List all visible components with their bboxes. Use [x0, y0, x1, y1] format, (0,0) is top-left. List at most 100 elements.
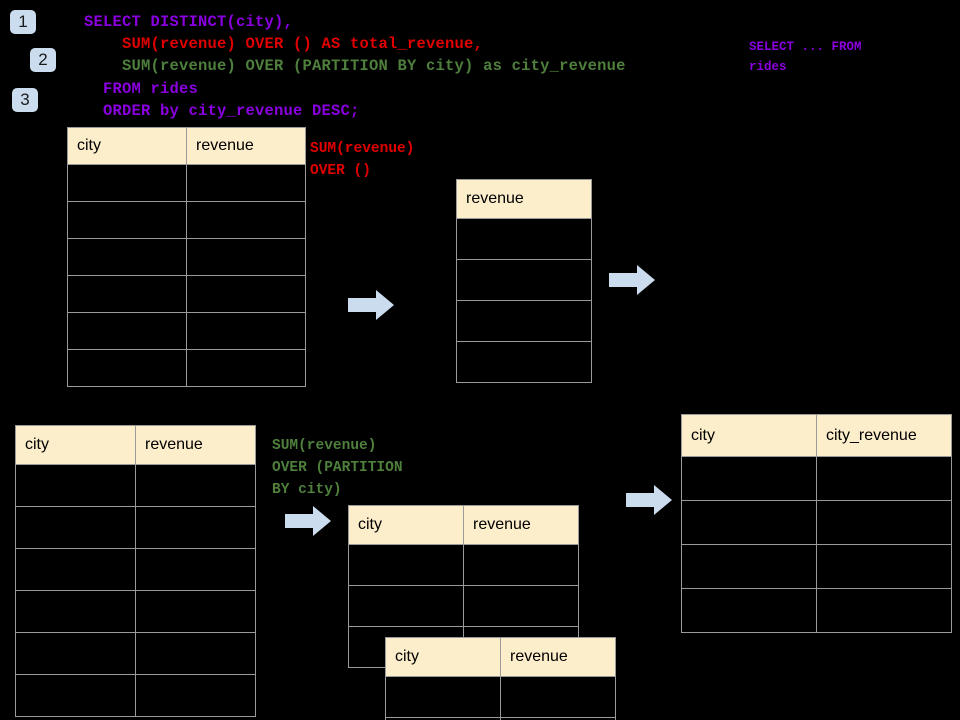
table-row — [67, 201, 306, 239]
table-cell — [135, 506, 256, 549]
column-header-revenue: revenue — [186, 127, 306, 165]
table-cell — [15, 590, 136, 633]
table-header-row: revenue — [456, 179, 592, 219]
table-cell — [186, 164, 306, 202]
table-cell — [67, 164, 187, 202]
table-cell — [67, 275, 187, 313]
table-cell — [500, 717, 616, 720]
table-cell — [135, 590, 256, 633]
table-row — [67, 238, 306, 276]
column-header-revenue: revenue — [135, 425, 256, 465]
annotation-total-revenue-line-2: OVER () — [310, 163, 371, 179]
sql-note-line-2: rides — [749, 60, 787, 74]
table-cell — [186, 349, 306, 387]
table-cell — [348, 585, 464, 627]
table-cell — [456, 341, 592, 383]
table-cell — [681, 456, 817, 501]
table-row — [456, 300, 592, 342]
table-cell — [816, 544, 952, 589]
table-cell — [15, 506, 136, 549]
table-row — [348, 585, 579, 627]
table-row — [15, 464, 256, 507]
table-row — [15, 674, 256, 717]
table-cell — [135, 632, 256, 675]
table-cell — [67, 201, 187, 239]
table-row — [67, 275, 306, 313]
table-row — [681, 500, 952, 545]
table-row — [67, 312, 306, 350]
step-badge-1: 1 — [10, 10, 36, 34]
step-badge-2: 2 — [30, 48, 56, 72]
table-cell — [186, 201, 306, 239]
table-row — [681, 588, 952, 633]
table-cell — [816, 500, 952, 545]
column-header-revenue: revenue — [500, 637, 616, 677]
table-cell — [67, 312, 187, 350]
table-row — [456, 259, 592, 301]
table-final-result: city city_revenue — [681, 414, 952, 633]
column-header-revenue: revenue — [456, 179, 592, 219]
table-header-row: city city_revenue — [681, 414, 952, 457]
column-header-city: city — [67, 127, 187, 165]
table-row — [385, 676, 616, 718]
table-row — [348, 544, 579, 586]
table-row — [15, 548, 256, 591]
table-cell — [500, 676, 616, 718]
table-row — [456, 218, 592, 260]
table-header-row: city revenue — [15, 425, 256, 465]
table-cell — [681, 544, 817, 589]
table-cell — [681, 500, 817, 545]
table-row — [385, 717, 616, 720]
table-cell — [67, 238, 187, 276]
arrow-source-to-total-icon — [348, 290, 394, 320]
table-cell — [15, 548, 136, 591]
table-cell — [681, 588, 817, 633]
column-header-city: city — [15, 425, 136, 465]
sql-line-city-revenue: SUM(revenue) OVER (PARTITION BY city) as… — [84, 57, 626, 75]
column-header-city: city — [681, 414, 817, 457]
annotation-city-revenue-line-1: SUM(revenue) — [272, 438, 377, 454]
sql-line-select: SELECT DISTINCT(city), — [84, 13, 294, 31]
table-cell — [135, 548, 256, 591]
table-header-row: city revenue — [348, 505, 579, 545]
annotation-total-revenue-line-1: SUM(revenue) — [310, 141, 415, 157]
table-cell — [456, 218, 592, 260]
table-cell — [456, 259, 592, 301]
table-cell — [15, 674, 136, 717]
table-total-revenue-result: revenue — [456, 179, 592, 383]
table-cell — [15, 464, 136, 507]
table-cell — [135, 464, 256, 507]
table-cell — [186, 275, 306, 313]
table-source-bottom: city revenue — [15, 425, 256, 717]
sql-line-from: FROM rides — [84, 80, 199, 98]
annotation-city-revenue-line-3: BY city) — [272, 482, 342, 498]
table-cell — [135, 674, 256, 717]
table-row — [456, 341, 592, 383]
table-source-top: city revenue — [67, 127, 306, 387]
table-cell — [186, 238, 306, 276]
table-cell — [385, 676, 501, 718]
table-cell — [816, 588, 952, 633]
sql-note-line-1: SELECT ... FROM — [749, 40, 862, 54]
table-cell — [463, 544, 579, 586]
table-row — [15, 590, 256, 633]
table-cell — [348, 544, 464, 586]
table-cell — [463, 585, 579, 627]
table-row — [15, 632, 256, 675]
table-cell — [186, 312, 306, 350]
table-row — [15, 506, 256, 549]
arrow-source-to-partition-icon — [285, 506, 331, 536]
sql-line-total-revenue: SUM(revenue) OVER () AS total_revenue, — [84, 35, 484, 53]
table-cell — [15, 632, 136, 675]
annotation-city-revenue-line-2: OVER (PARTITION — [272, 460, 403, 476]
table-cell — [816, 456, 952, 501]
arrow-partition-to-final-icon — [626, 485, 672, 515]
column-header-city: city — [385, 637, 501, 677]
table-header-row: city revenue — [67, 127, 306, 165]
table-header-row: city revenue — [385, 637, 616, 677]
arrow-total-to-final-icon — [609, 265, 655, 295]
step-badge-3: 3 — [12, 88, 38, 112]
column-header-revenue: revenue — [463, 505, 579, 545]
table-row — [681, 456, 952, 501]
